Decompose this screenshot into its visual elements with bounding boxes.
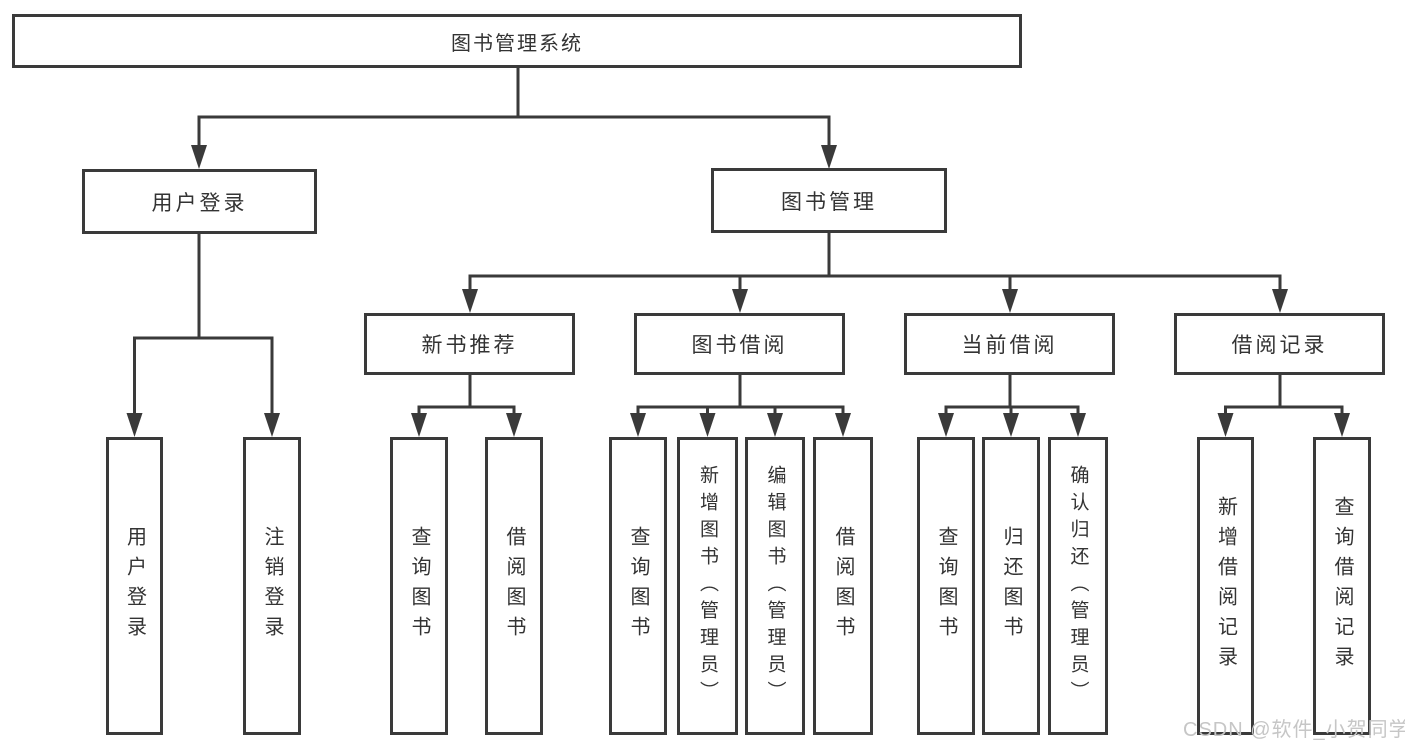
- leaf-query-borrow-record: 查询借阅记录: [1313, 437, 1371, 735]
- leaf-borrow-books-label: 借阅图书: [832, 526, 854, 646]
- leaf-query-books-newrec: 查询图书: [390, 437, 448, 735]
- leaf-borrow-books-newrec: 借阅图书: [485, 437, 543, 735]
- leaf-edit-books-admin-label: 编辑图书（管理员）: [764, 464, 786, 708]
- leaf-user-login: 用户登录: [106, 437, 163, 735]
- node-new-book-recommend: 新书推荐: [364, 313, 575, 375]
- node-current-borrowing: 当前借阅: [904, 313, 1115, 375]
- arrowhead-leaf-query-record: [1334, 413, 1350, 437]
- leaf-query-books-borrow: 查询图书: [609, 437, 667, 735]
- node-current-borrowing-label: 当前借阅: [961, 334, 1058, 357]
- connector-user-login-bracket: [133, 336, 274, 414]
- node-borrow-records-label: 借阅记录: [1231, 334, 1328, 357]
- arrowhead-leaf-query-current: [938, 413, 954, 437]
- leaf-logout: 注销登录: [243, 437, 301, 735]
- arrowhead-leaf-borrow-books: [835, 413, 851, 437]
- leaf-query-books-borrow-label: 查询图书: [627, 526, 649, 646]
- leaf-confirm-return-admin: 确认归还（管理员）: [1048, 437, 1108, 735]
- leaf-confirm-return-admin-label: 确认归还（管理员）: [1067, 464, 1089, 708]
- node-book-management-label: 图书管理: [781, 190, 877, 214]
- arrowhead-new-book-recommend: [462, 289, 478, 313]
- node-new-book-recommend-label: 新书推荐: [421, 334, 518, 357]
- connector-book-borrowing-bracket: [636, 405, 845, 414]
- arrowhead-leaf-logout: [264, 413, 280, 437]
- leaf-add-books-admin: 新增图书（管理员）: [677, 437, 738, 735]
- connector-level3-bracket: [468, 274, 1282, 290]
- arrowhead-book-borrowing: [732, 289, 748, 313]
- leaf-logout-label: 注销登录: [261, 526, 283, 646]
- node-user-login-label: 用户登录: [151, 191, 248, 215]
- leaf-add-borrow-record-label: 新增借阅记录: [1214, 496, 1237, 676]
- node-borrow-records: 借阅记录: [1174, 313, 1385, 375]
- leaf-borrow-books-newrec-label: 借阅图书: [503, 526, 525, 646]
- node-book-borrowing-label: 图书借阅: [691, 334, 788, 357]
- leaf-query-books-current-label: 查询图书: [935, 526, 957, 646]
- arrowhead-leaf-borrow-newrec: [506, 413, 522, 437]
- leaf-add-borrow-record: 新增借阅记录: [1197, 437, 1254, 735]
- connector-borrow-records-bracket: [1224, 405, 1344, 414]
- node-book-management: 图书管理: [711, 168, 947, 233]
- arrowhead-borrow-records: [1272, 289, 1288, 313]
- leaf-query-books-current: 查询图书: [917, 437, 975, 735]
- node-user-login: 用户登录: [82, 169, 317, 234]
- leaf-return-books: 归还图书: [982, 437, 1040, 735]
- arrowhead-book-management: [821, 145, 837, 169]
- arrowhead-leaf-user-login: [126, 413, 143, 437]
- arrowhead-user-login: [191, 145, 207, 169]
- arrowhead-leaf-add-record: [1217, 413, 1234, 437]
- arrowhead-current-borrowing: [1002, 289, 1018, 313]
- leaf-query-books-newrec-label: 查询图书: [408, 526, 430, 646]
- leaf-edit-books-admin: 编辑图书（管理员）: [745, 437, 805, 735]
- leaf-user-login-label: 用户登录: [123, 526, 146, 646]
- leaf-borrow-books: 借阅图书: [813, 437, 873, 735]
- leaf-return-books-label: 归还图书: [1000, 526, 1022, 646]
- leaf-add-books-admin-label: 新增图书（管理员）: [697, 464, 718, 708]
- connector-new-book-bracket: [417, 405, 516, 414]
- node-book-borrowing: 图书借阅: [634, 313, 845, 375]
- arrowhead-leaf-add-books: [699, 413, 716, 437]
- leaf-query-borrow-record-label: 查询借阅记录: [1331, 496, 1353, 676]
- csdn-watermark: CSDN @软件_小贺同学: [1183, 719, 1405, 741]
- arrowhead-leaf-query-newrec: [411, 413, 427, 437]
- arrowhead-leaf-edit-books: [767, 413, 783, 437]
- node-root: 图书管理系统: [12, 14, 1022, 68]
- node-root-label: 图书管理系统: [451, 32, 583, 55]
- arrowhead-leaf-return-books: [1003, 413, 1019, 437]
- connector-level2-bracket: [197, 115, 831, 146]
- arrowhead-leaf-confirm-return: [1070, 413, 1086, 437]
- arrowhead-leaf-query-borrow: [630, 413, 646, 437]
